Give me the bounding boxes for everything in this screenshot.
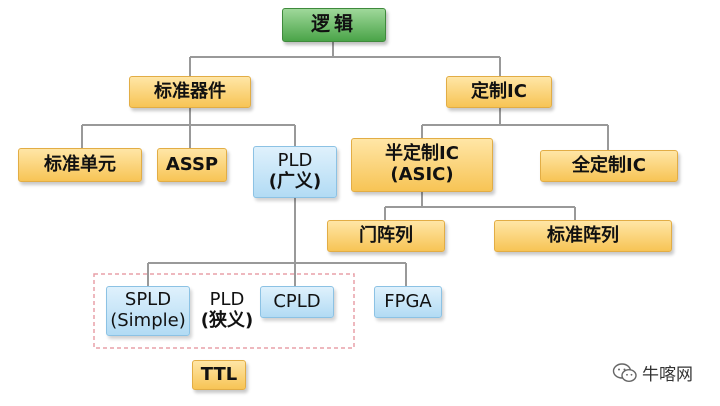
node-full-custom-ic: 全定制IC	[540, 150, 678, 182]
node-cpld: CPLD	[260, 286, 334, 318]
node-pld-broad-line2: (广义)	[268, 171, 322, 192]
node-ttl: TTL	[192, 360, 246, 390]
node-pld-broad-line1: PLD	[277, 150, 313, 172]
node-spld-line2: (Simple)	[110, 310, 186, 331]
node-standard-array: 标准阵列	[494, 220, 672, 252]
node-gate-array: 门阵列	[327, 220, 445, 252]
node-spld-line1: SPLD	[124, 289, 172, 311]
node-standard-cell: 标准单元	[18, 148, 142, 182]
pld-narrow-dashed-frame	[93, 273, 355, 349]
node-custom-ic: 定制IC	[446, 76, 552, 108]
node-pld-narrow-line2: (狭义)	[200, 309, 254, 331]
node-standard-parts: 标准器件	[129, 76, 251, 108]
node-pld-broad: PLD (广义)	[253, 146, 337, 198]
node-semi-custom-ic: 半定制IC (ASIC)	[351, 138, 493, 192]
node-assp: ASSP	[157, 148, 227, 182]
watermark-text: 牛喀网	[642, 365, 693, 385]
watermark: 牛喀网	[612, 360, 693, 385]
node-logic: 逻辑	[282, 8, 386, 42]
node-spld: SPLD (Simple)	[106, 286, 190, 336]
node-semi-custom-line2: (ASIC)	[390, 164, 454, 185]
node-pld-narrow: PLD (狭义)	[196, 289, 258, 331]
node-fpga: FPGA	[374, 286, 442, 318]
node-semi-custom-line1: 半定制IC	[385, 143, 459, 165]
wechat-icon	[612, 362, 637, 382]
node-pld-narrow-line1: PLD	[209, 289, 245, 310]
